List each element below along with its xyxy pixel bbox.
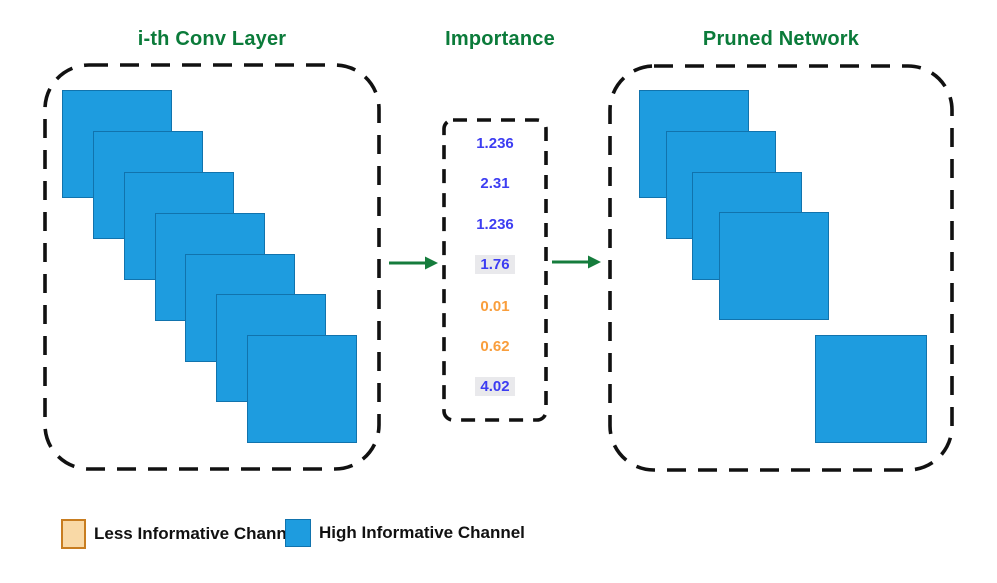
conv-channel-square: [247, 335, 357, 443]
less-informative-swatch: [61, 519, 86, 549]
arrow-right-icon: [389, 256, 438, 270]
importance-value: 0.01: [480, 298, 510, 315]
conv-layer-title: i-th Conv Layer: [137, 28, 287, 50]
conv-layer-box: [43, 63, 381, 471]
importance-box: [442, 118, 548, 422]
importance-value-row: 1.236: [450, 134, 540, 153]
importance-value: 1.76: [475, 255, 515, 274]
pruned-network-title: Pruned Network: [702, 28, 860, 50]
arrow-right-icon: [552, 255, 601, 269]
pruned-channel-square: [719, 212, 829, 320]
pruned-network-box: [608, 64, 954, 472]
importance-value: 2.31: [480, 175, 510, 192]
importance-title: Importance: [445, 28, 555, 50]
legend-item-less: Less Informative Channel: [61, 519, 301, 549]
high-informative-swatch: [285, 519, 311, 547]
legend-label: High Informative Channel: [319, 523, 525, 542]
importance-value-row: 0.01: [450, 297, 540, 316]
importance-value-row: 1.76: [450, 255, 540, 274]
importance-value-row: 0.62: [450, 337, 540, 356]
legend-item-high: High Informative Channel: [285, 519, 525, 547]
legend-label: Less Informative Channel: [94, 524, 301, 543]
importance-value: 4.02: [475, 377, 515, 396]
importance-value-row: 4.02: [450, 377, 540, 396]
importance-value-row: 1.236: [450, 215, 540, 234]
importance-value: 1.236: [476, 216, 514, 233]
pruned-channel-square: [815, 335, 927, 443]
importance-value: 0.62: [480, 338, 510, 355]
importance-value-row: 2.31: [450, 174, 540, 193]
importance-value: 1.236: [476, 135, 514, 152]
